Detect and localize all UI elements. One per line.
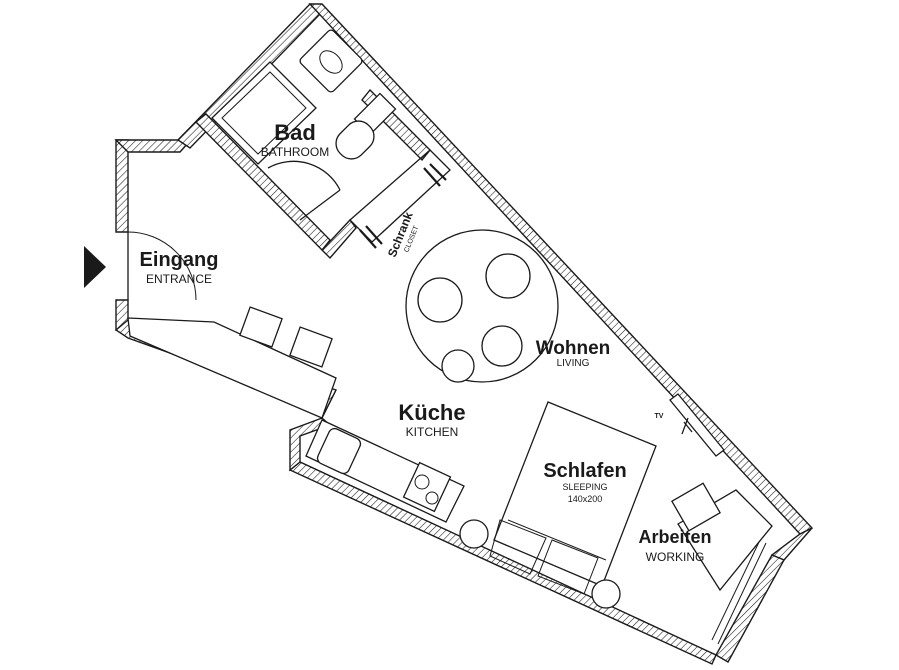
shower-inner [221, 71, 307, 155]
bar-stool [289, 326, 333, 368]
tv-label: TV [655, 413, 664, 420]
side-stool [459, 519, 489, 549]
washbasin [299, 29, 363, 93]
room-name: Arbeiten [638, 527, 711, 547]
room-subtitle: LIVING [557, 358, 590, 369]
round-table [405, 229, 559, 383]
tv-panel [669, 393, 725, 457]
room-name: Wohnen [536, 338, 611, 359]
bar-counter [127, 317, 337, 419]
room-name: Bad [274, 120, 316, 145]
room-label-schrank: Schrank CLOSET [385, 210, 421, 259]
shower-tray [211, 61, 317, 165]
room-subtitle: WORKING [646, 550, 705, 564]
tv-unit [669, 393, 725, 457]
exterior-walls [114, 3, 814, 665]
stool [481, 325, 523, 367]
room-subtitle: KITCHEN [406, 425, 459, 439]
toilet-bowl [335, 120, 375, 160]
room-label-kueche: Küche KITCHEN [398, 400, 465, 439]
shower-door-arc [267, 160, 341, 191]
room-label-wohnen: Wohnen LIVING [536, 338, 611, 369]
bed-size: 140x200 [568, 494, 603, 504]
room-label-eingang: Eingang ENTRANCE [140, 249, 219, 286]
room-label-schlafen: Schlafen SLEEPING 140x200 [543, 460, 626, 504]
washbasin-bowl [319, 50, 343, 74]
office-chair [671, 482, 721, 532]
closet [349, 149, 451, 249]
wall-closet-divider [321, 218, 357, 260]
bed [489, 401, 657, 595]
bathroom-fixtures [211, 29, 397, 221]
room-name: Eingang [140, 249, 219, 271]
wall-east-end [770, 527, 813, 561]
wall-southeast [715, 554, 785, 663]
kitchen-counter [305, 419, 465, 523]
room-subtitle: SLEEPING [562, 482, 607, 492]
bar-stool [239, 306, 283, 348]
room-name: Schlafen [543, 460, 626, 482]
wall-left-upper [115, 139, 129, 233]
room-name: Küche [398, 400, 465, 425]
side-stool [591, 579, 621, 609]
room-label-bad: Bad BATHROOM [261, 120, 329, 159]
wall-bathroom-sw [194, 113, 331, 252]
dining-set [405, 229, 559, 383]
chair [417, 277, 463, 323]
pillow [537, 539, 599, 595]
desk-area [671, 482, 773, 592]
chair [485, 253, 531, 299]
room-subtitle: BATHROOM [261, 145, 329, 159]
window-southeast [711, 539, 767, 645]
room-subtitle: ENTRANCE [146, 272, 212, 286]
kitchen-bar [127, 306, 337, 419]
stool [441, 349, 475, 383]
entrance-door[interactable] [127, 231, 197, 301]
room-label-arbeiten: Arbeiten WORKING [638, 527, 711, 564]
kitchen-sink [316, 427, 362, 475]
pillow [489, 519, 547, 575]
triangle-arrow-icon [84, 246, 106, 288]
